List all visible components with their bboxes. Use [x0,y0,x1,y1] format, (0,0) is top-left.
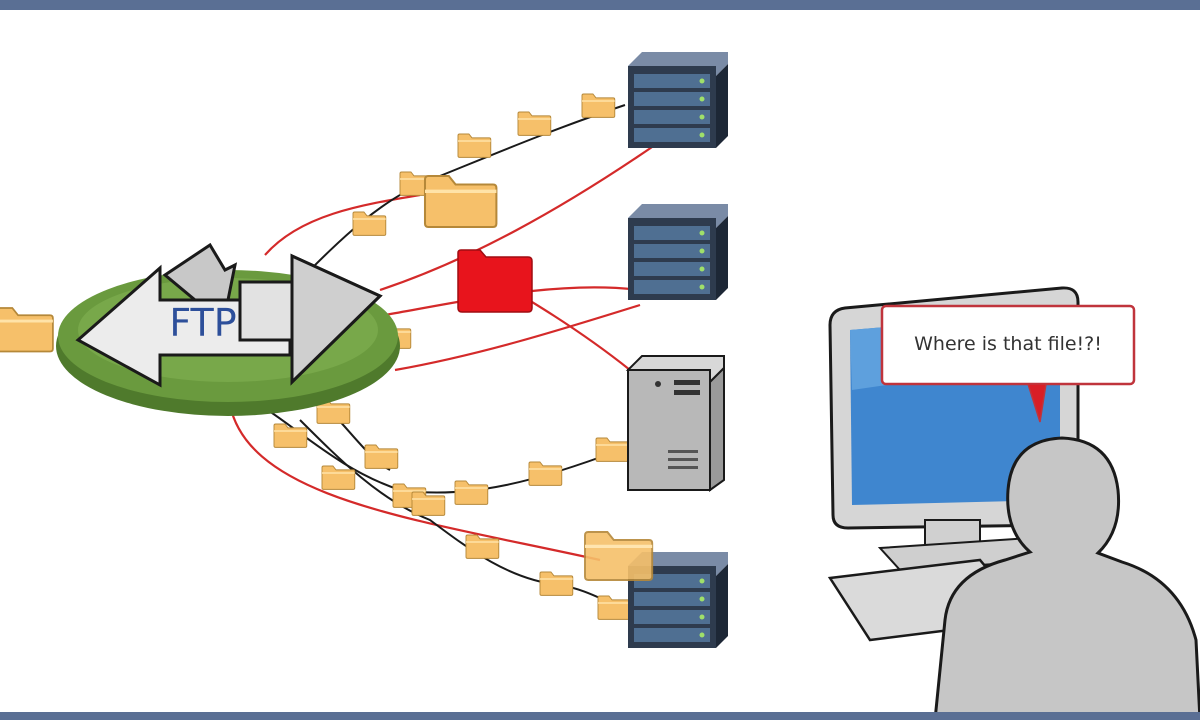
red-connections [228,144,656,562]
user-silhouette-icon [933,436,1200,720]
highlight-folder [583,530,654,582]
ftp-hub-label: FTP [169,301,236,345]
speech-bubble-text: Where is that file!?! [914,333,1102,355]
tower-server-icon [625,355,725,492]
large-folder [423,174,499,229]
bottom-frame-bar [0,712,1200,720]
ftp-hub-icon [56,242,400,416]
speech-bubble [880,304,1136,423]
rack-server-icon-middle [628,204,728,300]
top-frame-bar [0,0,1200,10]
red-folder-icon [457,249,533,313]
rack-server-icon-top [628,52,728,148]
lower-trail-folders [273,399,632,621]
